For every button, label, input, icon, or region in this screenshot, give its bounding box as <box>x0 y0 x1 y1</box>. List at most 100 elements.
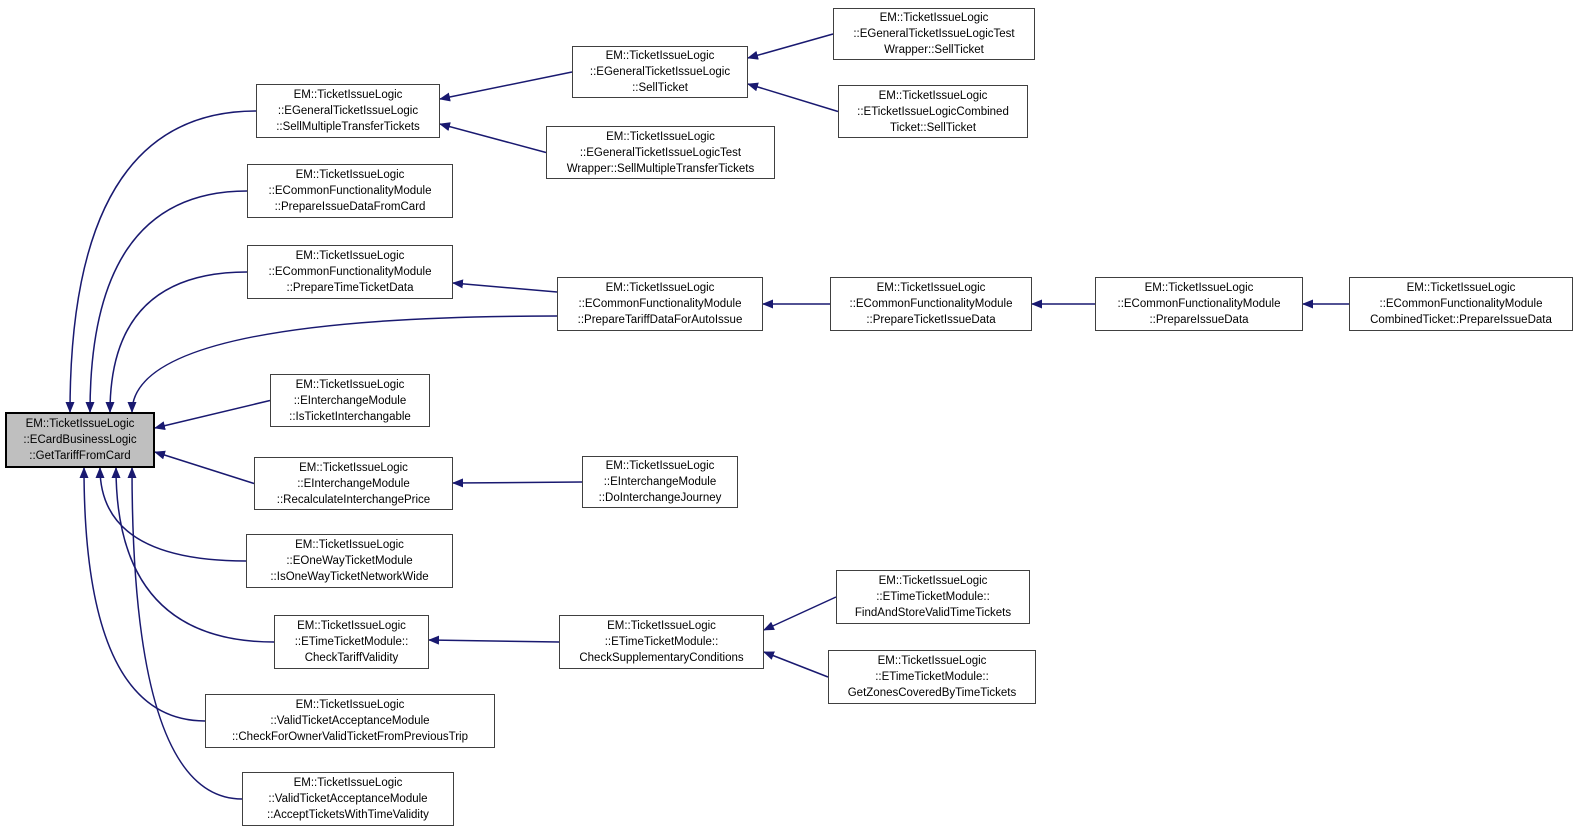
node-label-line: ::DoInterchangeJourney <box>598 492 722 504</box>
node-label-line: ::AcceptTicketsWithTimeValidity <box>267 809 429 821</box>
graph-node-is-ticket-interchangable[interactable]: EM::TicketIssueLogic::EInterchangeModule… <box>270 374 430 427</box>
node-label-line: EM::TicketIssueLogic <box>606 130 715 143</box>
graph-node-prepare-issue-data-from-card[interactable]: EM::TicketIssueLogic::ECommonFunctionali… <box>247 164 453 218</box>
node-label-line: ::ETimeTicketModule:: <box>294 636 409 648</box>
call-edge-test-wrapper-sell-ticket-to-sell-ticket <box>747 33 834 60</box>
node-label-line: ::ValidTicketAcceptanceModule <box>268 793 428 805</box>
node-label-line: ::IsOneWayTicketNetworkWide <box>270 571 429 583</box>
call-edge-find-and-store-valid-time-tickets-to-check-supplementary-conditions <box>763 596 837 631</box>
node-label-line: Wrapper::SellMultipleTransferTickets <box>566 162 755 175</box>
node-label-line: ::ECommonFunctionalityModule <box>1379 298 1543 310</box>
node-label-line: EM::TicketIssueLogic <box>299 461 408 474</box>
graph-node-combined-ticket-sell-ticket[interactable]: EM::TicketIssueLogic::ETicketIssueLogicC… <box>838 85 1028 138</box>
call-edge-is-one-way-ticket-network-wide-to-get-tariff-from-card <box>95 467 247 562</box>
node-label-line: ::ECardBusinessLogic <box>23 434 137 446</box>
node-label-line: ::ETimeTicketModule:: <box>876 591 990 603</box>
node-label-line: EM::TicketIssueLogic <box>878 575 988 587</box>
node-label-line: ::ValidTicketAcceptanceModule <box>270 715 430 727</box>
node-label-line: EM::TicketIssueLogic <box>297 620 406 632</box>
call-edge-check-supplementary-conditions-to-check-tariff-validity <box>428 635 560 645</box>
node-label-line: EM::TicketIssueLogic <box>878 89 988 102</box>
node-label-line: EM::TicketIssueLogic <box>1144 282 1254 294</box>
node-label-line: ::PrepareTimeTicketData <box>286 282 414 294</box>
node-label-line: ::PrepareTicketIssueData <box>866 314 996 326</box>
graph-node-sell-multiple-transfer-tickets[interactable]: EM::TicketIssueLogic::EGeneralTicketIssu… <box>256 84 440 138</box>
graph-node-test-wrapper-sell-ticket[interactable]: EM::TicketIssueLogic::EGeneralTicketIssu… <box>833 8 1035 60</box>
call-edge-prepare-tariff-data-for-auto-issue-to-get-tariff-from-card <box>127 315 558 413</box>
call-edge-do-interchange-journey-to-recalculate-interchange-price <box>452 478 583 488</box>
call-edge-check-tariff-validity-to-get-tariff-from-card <box>111 467 275 643</box>
graph-node-accept-tickets-with-time-validity[interactable]: EM::TicketIssueLogic::ValidTicketAccepta… <box>242 772 454 826</box>
node-label-line: EM::TicketIssueLogic <box>293 777 403 789</box>
graph-node-is-one-way-ticket-network-wide[interactable]: EM::TicketIssueLogic::EOneWayTicketModul… <box>246 534 453 588</box>
call-edge-prepare-tariff-data-for-auto-issue-to-prepare-time-ticket-data <box>452 279 558 293</box>
node-label-line: EM::TicketIssueLogic <box>295 169 405 181</box>
node-label-line: EM::TicketIssueLogic <box>295 539 404 551</box>
node-label-line: Ticket::SellTicket <box>889 121 977 134</box>
call-edge-prepare-issue-data-from-card-to-get-tariff-from-card <box>85 190 248 413</box>
node-label-line: ::EGeneralTicketIssueLogicTest <box>579 146 742 159</box>
graph-node-do-interchange-journey[interactable]: EM::TicketIssueLogic::EInterchangeModule… <box>582 456 738 508</box>
node-label-line: EM::TicketIssueLogic <box>876 282 986 294</box>
node-label-line: ::ECommonFunctionalityModule <box>268 185 432 197</box>
node-label-line: Wrapper::SellTicket <box>884 44 984 56</box>
node-label-line: EM::TicketIssueLogic <box>295 699 405 711</box>
node-label-line: ::PrepareTariffDataForAutoIssue <box>577 314 743 326</box>
node-label-line: ::RecalculateInterchangePrice <box>276 493 431 506</box>
node-label-line: ::IsTicketInterchangable <box>289 410 411 423</box>
node-label-line: ::ECommonFunctionalityModule <box>1117 298 1281 310</box>
node-label-line: EM::TicketIssueLogic <box>877 655 987 667</box>
node-label-line: GetZonesCoveredByTimeTickets <box>847 687 1017 699</box>
node-label-line: ::ECommonFunctionalityModule <box>849 298 1013 310</box>
node-label-line: EM::TicketIssueLogic <box>295 250 405 262</box>
node-label-line: ::CheckForOwnerValidTicketFromPreviousTr… <box>231 731 469 743</box>
call-edge-get-zones-covered-by-time-tickets-to-check-supplementary-conditions <box>763 651 829 678</box>
node-label-line: ::ECommonFunctionalityModule <box>268 266 432 278</box>
node-label-line: ::EInterchangeModule <box>297 477 410 490</box>
node-label-line: EM::TicketIssueLogic <box>879 12 989 24</box>
graph-node-prepare-issue-data[interactable]: EM::TicketIssueLogic::ECommonFunctionali… <box>1095 277 1303 331</box>
call-edge-recalculate-interchange-price-to-get-tariff-from-card <box>154 450 255 485</box>
node-label-line: ::SellMultipleTransferTickets <box>276 121 420 133</box>
node-label-line: ::ETimeTicketModule:: <box>604 636 719 648</box>
node-label-line: EM::TicketIssueLogic <box>293 89 403 101</box>
node-label-line: ::ETimeTicketModule:: <box>875 671 989 683</box>
node-label-line: EM::TicketIssueLogic <box>295 378 405 391</box>
call-edge-combined-ticket-sell-ticket-to-sell-ticket <box>747 82 839 113</box>
node-label-line: CheckSupplementaryConditions <box>579 652 744 664</box>
node-label-line: ::PrepareIssueData <box>1149 314 1249 326</box>
graph-node-prepare-time-ticket-data[interactable]: EM::TicketIssueLogic::ECommonFunctionali… <box>247 245 453 299</box>
node-label-line: ::EGeneralTicketIssueLogicTest <box>853 28 1015 40</box>
node-label-line: EM::TicketIssueLogic <box>605 50 715 62</box>
node-label-line: EM::TicketIssueLogic <box>607 620 716 632</box>
graph-node-combined-ticket-prepare-issue-data[interactable]: EM::TicketIssueLogic::ECommonFunctionali… <box>1349 277 1573 331</box>
call-edge-is-ticket-interchangable-to-get-tariff-from-card <box>154 399 271 431</box>
graph-node-get-zones-covered-by-time-tickets[interactable]: EM::TicketIssueLogic::ETimeTicketModule:… <box>828 650 1036 704</box>
node-label-line: CombinedTicket::PrepareIssueData <box>1370 314 1552 326</box>
node-label-line: ::EOneWayTicketModule <box>286 555 413 567</box>
graph-node-prepare-tariff-data-for-auto-issue[interactable]: EM::TicketIssueLogic::ECommonFunctionali… <box>557 277 763 331</box>
node-label-line: ::ETicketIssueLogicCombined <box>857 105 1009 118</box>
graph-node-find-and-store-valid-time-tickets[interactable]: EM::TicketIssueLogic::ETimeTicketModule:… <box>836 570 1030 624</box>
graph-node-check-supplementary-conditions[interactable]: EM::TicketIssueLogic::ETimeTicketModule:… <box>559 615 764 669</box>
graph-node-get-tariff-from-card[interactable]: EM::TicketIssueLogic::ECardBusinessLogic… <box>5 412 155 468</box>
node-label-line: ::EInterchangeModule <box>603 476 717 488</box>
graph-node-check-for-owner-valid-ticket-from-previous-trip[interactable]: EM::TicketIssueLogic::ValidTicketAccepta… <box>205 694 495 748</box>
node-label-line: ::GetTariffFromCard <box>29 450 131 462</box>
node-label-line: FindAndStoreValidTimeTickets <box>854 607 1012 619</box>
graph-node-check-tariff-validity[interactable]: EM::TicketIssueLogic::ETimeTicketModule:… <box>274 615 429 669</box>
graph-node-test-wrapper-sell-multiple-transfer-tickets[interactable]: EM::TicketIssueLogic::EGeneralTicketIssu… <box>546 126 775 179</box>
graph-node-recalculate-interchange-price[interactable]: EM::TicketIssueLogic::EInterchangeModule… <box>254 457 453 510</box>
node-label-line: ::ECommonFunctionalityModule <box>578 298 742 310</box>
call-edge-check-for-owner-valid-ticket-from-previous-trip-to-get-tariff-from-card <box>79 467 206 722</box>
call-edge-prepare-time-ticket-data-to-get-tariff-from-card <box>105 271 248 413</box>
node-label-line: EM::TicketIssueLogic <box>1406 282 1516 294</box>
graph-node-prepare-ticket-issue-data[interactable]: EM::TicketIssueLogic::ECommonFunctionali… <box>830 277 1032 331</box>
graph-node-sell-ticket[interactable]: EM::TicketIssueLogic::EGeneralTicketIssu… <box>572 46 748 98</box>
node-label-line: ::SellTicket <box>632 82 688 94</box>
node-label-line: CheckTariffValidity <box>304 652 399 664</box>
node-label-line: ::PrepareIssueDataFromCard <box>274 201 426 213</box>
call-edge-sell-multiple-transfer-tickets-to-get-tariff-from-card <box>65 110 257 413</box>
